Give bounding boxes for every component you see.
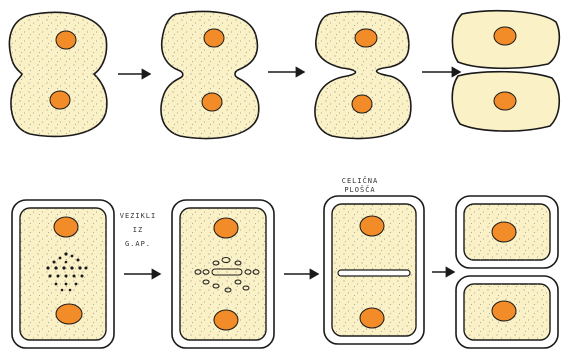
plant-cell-stage-3 xyxy=(324,196,424,344)
nucleus xyxy=(54,217,78,237)
label-cell-plate-line1: CELIČNA xyxy=(330,177,390,186)
nucleus xyxy=(492,222,516,242)
nucleus xyxy=(214,310,238,330)
nucleus xyxy=(360,308,384,328)
plant-cell-stage-2 xyxy=(172,200,274,348)
animal-cell-stage-4 xyxy=(452,11,559,131)
nucleus xyxy=(56,31,76,49)
nucleus xyxy=(494,27,516,45)
nucleus xyxy=(214,218,238,238)
label-cell-plate: CELIČNA PLOŠČA xyxy=(330,177,390,195)
label-golgi-vesicles: VEZIKLI IZ G.AP. xyxy=(118,212,158,249)
animal-cell-stage-3 xyxy=(315,12,411,139)
nucleus xyxy=(360,216,384,236)
label-golgi-line1: VEZIKLI xyxy=(118,212,158,221)
nucleus xyxy=(204,29,224,47)
animal-cell-stage-1 xyxy=(9,12,106,136)
label-golgi-line2: IZ xyxy=(118,226,158,235)
label-golgi-line3: G.AP. xyxy=(118,240,158,249)
label-cell-plate-line2: PLOŠČA xyxy=(330,186,390,195)
nucleus xyxy=(492,301,516,321)
plant-cell-stage-1 xyxy=(12,200,114,348)
nucleus xyxy=(355,29,377,47)
nucleus xyxy=(202,93,222,111)
nucleus xyxy=(352,95,372,113)
nucleus xyxy=(50,91,70,109)
cell-plate xyxy=(338,270,410,276)
nucleus xyxy=(56,304,82,324)
animal-cell-stage-2 xyxy=(161,12,259,139)
plant-cell-stage-4 xyxy=(456,196,558,348)
nucleus xyxy=(494,92,516,110)
